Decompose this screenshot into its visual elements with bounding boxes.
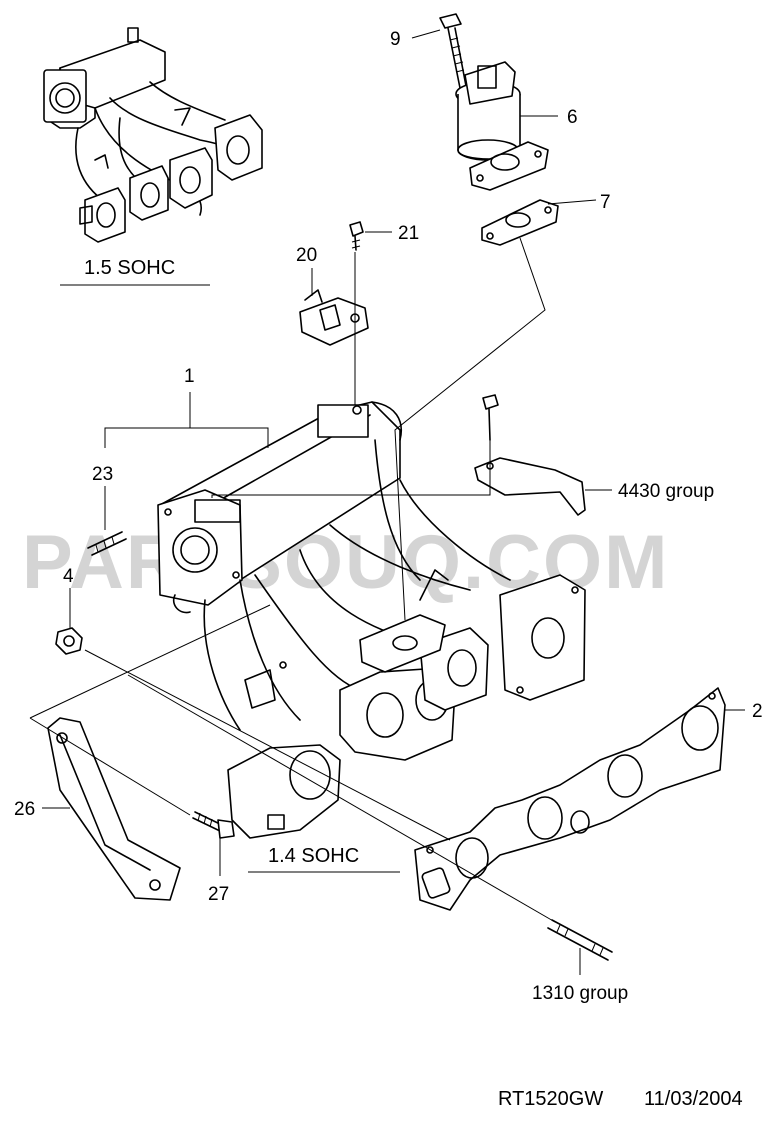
egr-valve-6-drawing	[455, 61, 549, 191]
diagram-code: RT1520GW	[498, 1088, 603, 1110]
callout-4: 4	[63, 566, 74, 587]
callout-7: 7	[600, 192, 611, 213]
manifold-1-5-sohc-drawing	[43, 27, 263, 243]
nut-4-drawing	[55, 627, 83, 655]
diagram-date: 11/03/2004	[644, 1088, 743, 1110]
callout-21: 21	[398, 223, 419, 244]
bolt-9-drawing	[439, 13, 467, 89]
callout-1310-group: 1310 group	[532, 983, 628, 1004]
variant-label-1-4-sohc: 1.4 SOHC	[268, 845, 359, 867]
callout-6: 6	[567, 107, 578, 128]
callout-26: 26	[14, 799, 35, 820]
bolt-27-drawing	[192, 811, 235, 839]
bracket-4430-drawing	[474, 394, 586, 516]
bolt-21-drawing	[349, 221, 364, 251]
support-bracket-26-drawing	[47, 717, 181, 901]
callout-2: 2	[752, 701, 763, 722]
stud-1310-drawing	[547, 919, 613, 961]
callout-27: 27	[208, 884, 229, 905]
variant-label-1-5-sohc: 1.5 SOHC	[84, 257, 175, 279]
callout-4430-group: 4430 group	[618, 481, 714, 502]
stud-23-drawing	[87, 531, 127, 556]
callout-9: 9	[390, 29, 401, 50]
egr-gasket-7-drawing	[481, 199, 559, 246]
leader-lines	[29, 29, 745, 975]
sensor-20-drawing	[299, 289, 369, 346]
callout-23: 23	[92, 464, 113, 485]
callout-20: 20	[296, 245, 317, 266]
callout-1: 1	[184, 366, 195, 387]
manifold-gasket-2-drawing	[414, 687, 726, 911]
